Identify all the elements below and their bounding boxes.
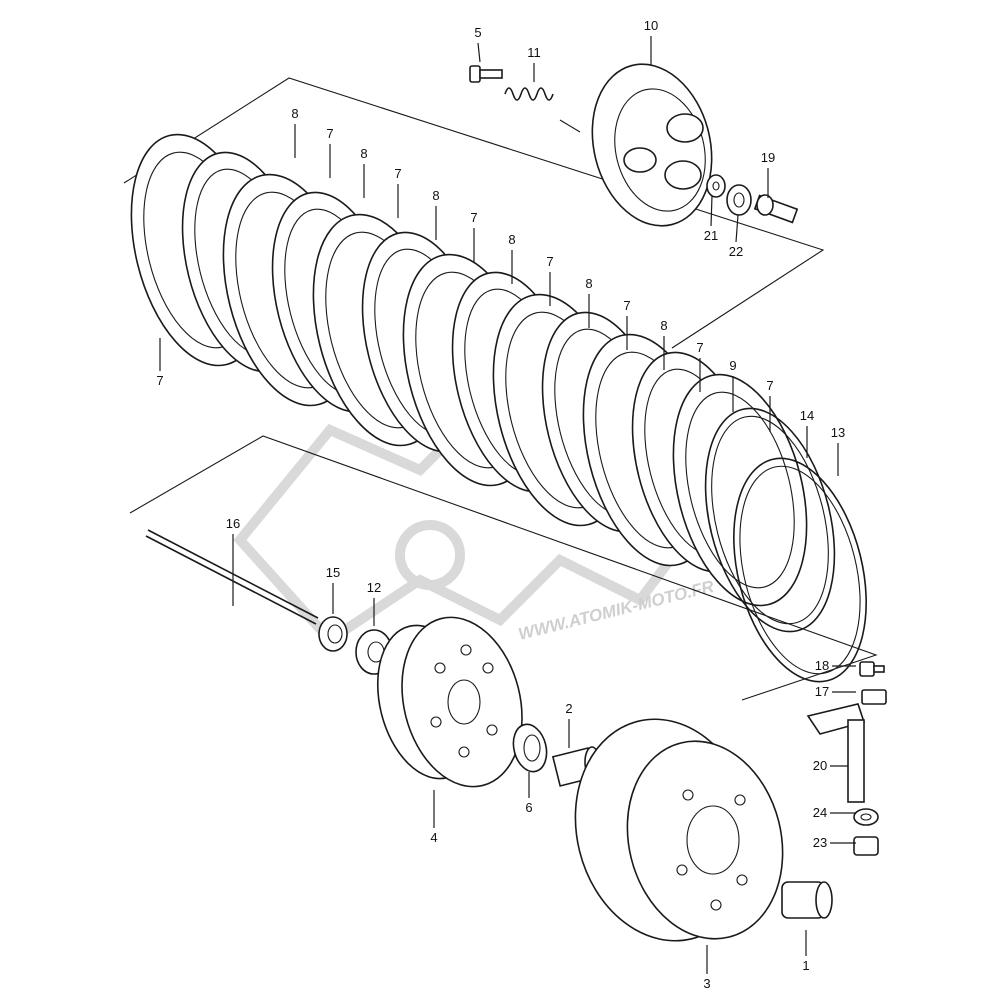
callout-7: 7 bbox=[546, 254, 554, 306]
sleeve-hub-4 bbox=[376, 616, 523, 788]
callout-label: 7 bbox=[394, 166, 401, 181]
callout-label: 14 bbox=[800, 408, 814, 423]
callout-23: 23 bbox=[813, 835, 856, 850]
bearing-23 bbox=[853, 836, 879, 856]
callout-10: 10 bbox=[644, 18, 658, 65]
callout-9: 9 bbox=[729, 358, 737, 412]
callout-7: 7 bbox=[696, 340, 704, 392]
bolt-5 bbox=[469, 65, 503, 83]
primary-driven-gear-3 bbox=[574, 718, 784, 942]
drive-plate-7 bbox=[672, 373, 808, 607]
callout-label: 8 bbox=[508, 232, 515, 247]
callout-label: 7 bbox=[546, 254, 553, 269]
callout-label: 8 bbox=[360, 146, 367, 161]
callout-label: 10 bbox=[644, 18, 658, 33]
release-rod-piece-19 bbox=[753, 194, 799, 224]
callout-label: 20 bbox=[813, 758, 827, 773]
bolt-18 bbox=[859, 661, 885, 677]
callout-7: 7 bbox=[156, 338, 164, 388]
callout-leader bbox=[477, 42, 481, 63]
callout-2: 2 bbox=[565, 701, 573, 748]
callout-label: 8 bbox=[432, 188, 439, 203]
callout-8: 8 bbox=[360, 146, 368, 198]
callout-label: 11 bbox=[527, 45, 541, 60]
callout-label: 2 bbox=[565, 701, 572, 716]
group-frames bbox=[123, 77, 878, 701]
spacer-1 bbox=[781, 881, 833, 919]
push-rod-16 bbox=[145, 529, 319, 625]
callout-8: 8 bbox=[660, 318, 668, 370]
washer-21 bbox=[706, 174, 726, 198]
callout-14: 14 bbox=[800, 408, 814, 458]
bearing-22 bbox=[726, 184, 752, 216]
callout-label: 19 bbox=[761, 150, 775, 165]
callout-label: 7 bbox=[696, 340, 703, 355]
callout-label: 12 bbox=[367, 580, 381, 595]
nut-15 bbox=[318, 616, 348, 652]
callout-label: 7 bbox=[470, 210, 477, 225]
callout-label: 1 bbox=[802, 958, 809, 973]
callout-17: 17 bbox=[815, 684, 856, 699]
callout-label: 9 bbox=[729, 358, 736, 373]
callout-16: 16 bbox=[226, 516, 240, 606]
callout-24: 24 bbox=[813, 805, 856, 820]
callout-7: 7 bbox=[766, 378, 774, 432]
callout-11: 11 bbox=[527, 45, 541, 82]
callout-1: 1 bbox=[802, 930, 810, 973]
callout-22: 22 bbox=[729, 214, 743, 259]
thrust-washer-6 bbox=[512, 723, 548, 773]
callout-leader bbox=[735, 214, 739, 243]
callout-label: 17 bbox=[815, 684, 829, 699]
callout-7: 7 bbox=[394, 166, 402, 218]
oil-seal-24 bbox=[853, 808, 879, 826]
callout-label: 8 bbox=[585, 276, 592, 291]
callout-label: 22 bbox=[729, 244, 743, 259]
callout-21: 21 bbox=[704, 195, 718, 243]
callout-label: 13 bbox=[831, 425, 845, 440]
callout-6: 6 bbox=[525, 772, 533, 815]
callout-label: 8 bbox=[660, 318, 667, 333]
callout-20: 20 bbox=[813, 758, 848, 773]
callout-leader bbox=[710, 195, 713, 227]
callout-3: 3 bbox=[703, 945, 711, 991]
callout-label: 3 bbox=[703, 976, 710, 991]
callout-label: 23 bbox=[813, 835, 827, 850]
callout-label: 15 bbox=[326, 565, 340, 580]
callout-7: 7 bbox=[470, 210, 478, 262]
callout-label: 18 bbox=[815, 658, 829, 673]
pressure-plate-10 bbox=[591, 63, 713, 227]
callout-label: 6 bbox=[525, 800, 532, 815]
callout-8: 8 bbox=[585, 276, 593, 328]
callout-labels: 5111019212287878787878797141371615122641… bbox=[156, 18, 856, 991]
callout-7: 7 bbox=[623, 298, 631, 350]
callout-label: 16 bbox=[226, 516, 240, 531]
callout-label: 24 bbox=[813, 805, 827, 820]
callout-12: 12 bbox=[367, 580, 381, 626]
callout-label: 4 bbox=[430, 830, 437, 845]
callout-19: 19 bbox=[761, 150, 775, 198]
callout-7: 7 bbox=[326, 126, 334, 178]
clutch-plate-stack bbox=[130, 133, 867, 683]
callout-13: 13 bbox=[831, 425, 845, 476]
callout-label: 7 bbox=[766, 378, 773, 393]
release-shaft-20 bbox=[806, 703, 866, 803]
callout-15: 15 bbox=[326, 565, 340, 614]
callout-8: 8 bbox=[508, 232, 516, 284]
callout-18: 18 bbox=[815, 658, 856, 673]
callout-4: 4 bbox=[430, 790, 438, 845]
callout-label: 21 bbox=[704, 228, 718, 243]
seat-ring-13 bbox=[733, 457, 867, 683]
spring-11 bbox=[504, 87, 581, 133]
callout-8: 8 bbox=[432, 188, 440, 240]
plate-17 bbox=[861, 689, 887, 705]
callout-label: 7 bbox=[623, 298, 630, 313]
callout-8: 8 bbox=[291, 106, 299, 158]
callout-label: 5 bbox=[474, 25, 481, 40]
spring-washer-14 bbox=[704, 407, 836, 633]
callout-label: 7 bbox=[326, 126, 333, 141]
callout-label: 7 bbox=[156, 373, 163, 388]
callout-label: 8 bbox=[291, 106, 298, 121]
callout-5: 5 bbox=[474, 25, 482, 63]
